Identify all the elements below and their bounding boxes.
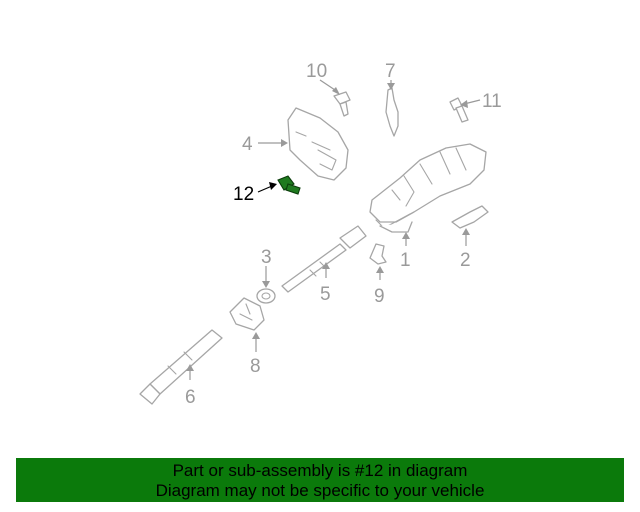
- part-7-clip[interactable]: [385, 87, 399, 137]
- callout-12: 12: [233, 184, 254, 205]
- callout-5: 5: [320, 284, 331, 305]
- part-10-bolt[interactable]: [333, 91, 351, 117]
- part-3-bearing[interactable]: [256, 288, 276, 304]
- callout-3: 3: [261, 247, 272, 268]
- steering-column-diagram: 10 7 11 4 12 1 2 3 5 9 8 6: [139, 61, 502, 408]
- part-4-column-cover[interactable]: [287, 107, 349, 181]
- callout-6: 6: [185, 387, 196, 408]
- part-1-column-assembly[interactable]: [369, 143, 487, 233]
- callout-1: 1: [400, 250, 411, 271]
- part-11-bolt[interactable]: [449, 97, 469, 123]
- part-8-joint[interactable]: [229, 297, 265, 331]
- part-9-bracket[interactable]: [369, 243, 387, 265]
- callout-labels: 10 7 11 4 12 1 2 3 5 9 8 6: [185, 61, 502, 408]
- banner-line-2: Diagram may not be specific to your vehi…: [155, 481, 485, 500]
- part-5-shaft[interactable]: [281, 225, 367, 293]
- callout-leaders: [186, 79, 481, 380]
- callout-2: 2: [460, 250, 471, 271]
- callout-11: 11: [482, 91, 502, 112]
- part-12-bolt-highlighted[interactable]: [277, 175, 301, 195]
- part-2-switch[interactable]: [451, 205, 489, 229]
- banner-line-1: Part or sub-assembly is #12 in diagram: [172, 461, 468, 480]
- callout-9: 9: [374, 286, 385, 307]
- callout-4: 4: [242, 134, 253, 155]
- callout-8: 8: [250, 356, 261, 377]
- info-banner: Part or sub-assembly is #12 in diagram D…: [16, 458, 624, 502]
- part-6-lower-shaft[interactable]: [139, 329, 223, 405]
- callout-10: 10: [306, 61, 327, 82]
- callout-7: 7: [385, 61, 396, 82]
